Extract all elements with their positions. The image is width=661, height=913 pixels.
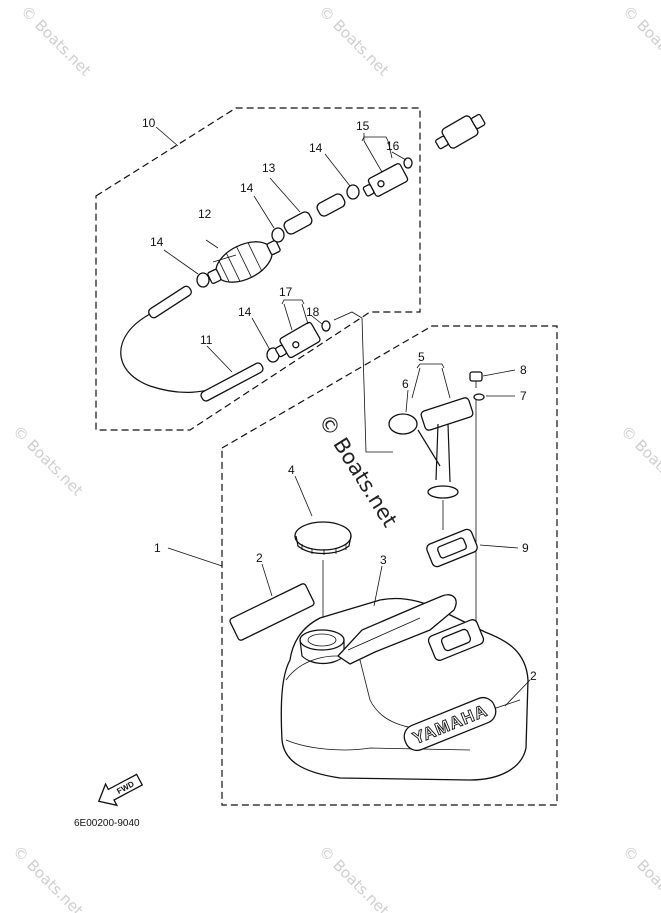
- callout-14-left: 14: [150, 235, 164, 249]
- callout-14-top: 14: [309, 141, 323, 155]
- fuel-hose: [120, 313, 233, 393]
- callout-12: 12: [198, 207, 212, 221]
- screw: [469, 371, 483, 388]
- o-ring-18: [321, 320, 331, 332]
- watermark-top-right: © Boats.net: [619, 2, 661, 80]
- washer: [473, 393, 485, 401]
- watermark-top-center: © Boats.net: [315, 2, 393, 80]
- connection-line: [333, 311, 393, 453]
- watermark-center: © Boats.net: [314, 410, 402, 531]
- tank-handle: [337, 594, 457, 665]
- callout-2-right: 2: [530, 669, 537, 683]
- hose-segment-bottom: [200, 362, 264, 402]
- callout-8: 8: [520, 363, 527, 377]
- engine-fitting: [435, 113, 486, 150]
- diagram-code: 6E00200-9040: [74, 818, 140, 829]
- callout-4: 4: [288, 463, 295, 477]
- callout-14-upper: 14: [240, 181, 254, 195]
- fuel-line-assembly-box: [95, 107, 421, 431]
- tank-side-connector: [275, 321, 321, 359]
- gasket: [426, 528, 478, 568]
- watermark-bottom-left: © Boats.net: [9, 842, 87, 913]
- callout-6: 6: [402, 377, 409, 391]
- forward-direction-arrow: FWD: [97, 773, 144, 807]
- callout-14-lower: 14: [238, 305, 252, 319]
- hose-clamp-3: [346, 184, 360, 200]
- hose-13-segment-a: [283, 211, 313, 235]
- fuel-cap: [294, 521, 352, 555]
- fuel-tank-parts: YAMAHA: [229, 371, 529, 781]
- watermark-mid-right: © Boats.net: [617, 422, 661, 500]
- callout-13: 13: [262, 161, 276, 175]
- fuel-line-parts: [120, 113, 486, 402]
- hose-13-segment-b: [316, 193, 346, 217]
- callout-3: 3: [380, 553, 387, 567]
- watermark-bottom-center: © Boats.net: [315, 842, 393, 913]
- watermark-mid-left: © Boats.net: [9, 422, 87, 500]
- callout-2-left: 2: [256, 551, 263, 565]
- callout-5: 5: [418, 350, 425, 364]
- callout-1: 1: [154, 541, 161, 555]
- o-ring-16: [403, 157, 413, 169]
- fuel-pickup-assembly: [388, 397, 474, 499]
- hose-segment-left: [148, 285, 192, 319]
- hose-clamp-2: [271, 227, 285, 243]
- callout-7: 7: [520, 389, 527, 403]
- fuel-tank-assembly-box: [221, 325, 558, 806]
- callout-11: 11: [200, 333, 213, 347]
- callout-18: 18: [306, 305, 320, 319]
- engine-side-connector: [362, 163, 409, 197]
- callout-17: 17: [279, 285, 293, 299]
- warning-label: [229, 583, 315, 641]
- callout-labels: 10 15 16 14 13 14 12 14 17 18 14 11 5 6 …: [142, 116, 537, 683]
- tank-body: [280, 597, 529, 781]
- primer-bulb: [207, 239, 281, 285]
- watermark-bottom-right: © Boats.net: [619, 842, 661, 913]
- callout-9: 9: [522, 541, 529, 555]
- leader-lines: [155, 126, 531, 707]
- callout-15: 15: [356, 119, 370, 133]
- hose-clamp-1: [196, 272, 210, 288]
- callout-16: 16: [386, 139, 400, 153]
- watermark-top-left: © Boats.net: [17, 2, 95, 80]
- callout-10: 10: [142, 116, 156, 130]
- handle-detail: [347, 617, 421, 651]
